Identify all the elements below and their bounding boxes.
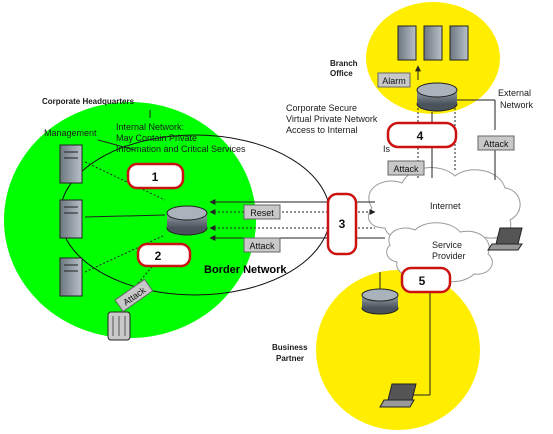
callout-3-number: 3 xyxy=(339,217,346,231)
attack-tag-border: Attack xyxy=(243,237,281,253)
laptop-icon-provider xyxy=(487,227,523,251)
service-provider-label-2: Provider xyxy=(432,251,466,261)
reset-tag: Reset xyxy=(243,204,281,220)
vpn-label-1: Corporate Secure xyxy=(286,103,357,113)
internal-network-line-1: Internal Network: xyxy=(116,122,184,132)
branch-server-icon-2 xyxy=(423,25,443,61)
external-network-label-1: External xyxy=(498,88,531,98)
vpn-label-4: Is xyxy=(383,144,391,154)
border-network-label: Border Network xyxy=(204,264,287,276)
callout-4: 4 xyxy=(386,121,458,149)
callout-2: 2 xyxy=(136,242,192,268)
callout-1-number: 1 xyxy=(152,170,159,184)
laptop-icon-partner xyxy=(379,383,417,408)
internal-network-line-2: May Contain Private xyxy=(116,133,197,143)
headquarters-title: Corporate Headquarters xyxy=(42,97,135,106)
border-router-icon xyxy=(166,205,208,236)
branch-office-label-2: Office xyxy=(330,69,353,78)
attack-tag-border-text: Attack xyxy=(249,241,275,251)
callout-1: 1 xyxy=(126,162,185,190)
business-partner-label-2: Partner xyxy=(276,354,304,363)
server-icon-3 xyxy=(59,257,83,297)
management-label: Management xyxy=(44,128,97,138)
attack-tag-vpn-text: Attack xyxy=(393,164,419,174)
callout-5-number: 5 xyxy=(419,274,426,288)
business-partner-label-1: Business xyxy=(272,343,308,352)
branch-office-label-1: Branch xyxy=(330,59,358,68)
server-icon-1 xyxy=(59,144,83,184)
server-icon-2 xyxy=(59,199,83,239)
reset-tag-text: Reset xyxy=(250,208,274,218)
callout-3: 3 xyxy=(326,192,358,256)
branch-router-icon xyxy=(416,82,458,112)
service-provider-label-1: Service xyxy=(432,240,462,250)
internal-network-line-3: Information and Critical Services xyxy=(116,144,246,154)
attack-tag-external: Attack xyxy=(477,135,515,151)
branch-server-icon-3 xyxy=(449,25,469,61)
partner-router-icon xyxy=(361,288,399,315)
vpn-label-3: Access to Internal xyxy=(286,125,358,135)
attack-tag-external-text: Attack xyxy=(483,139,509,149)
callout-5: 5 xyxy=(400,266,452,294)
alarm-tag: Alarm xyxy=(377,72,411,88)
internet-label: Internet xyxy=(430,201,461,211)
trash-bin-icon xyxy=(107,311,131,341)
attack-tag-vpn: Attack xyxy=(387,160,425,176)
branch-server-icon-1 xyxy=(397,25,417,61)
callout-2-number: 2 xyxy=(155,249,162,263)
alarm-tag-text: Alarm xyxy=(382,76,406,86)
external-network-label-2: Network xyxy=(500,100,534,110)
business-partner-zone xyxy=(316,270,480,430)
callout-4-number: 4 xyxy=(417,129,424,143)
vpn-label-2: Virtual Private Network xyxy=(286,114,378,124)
